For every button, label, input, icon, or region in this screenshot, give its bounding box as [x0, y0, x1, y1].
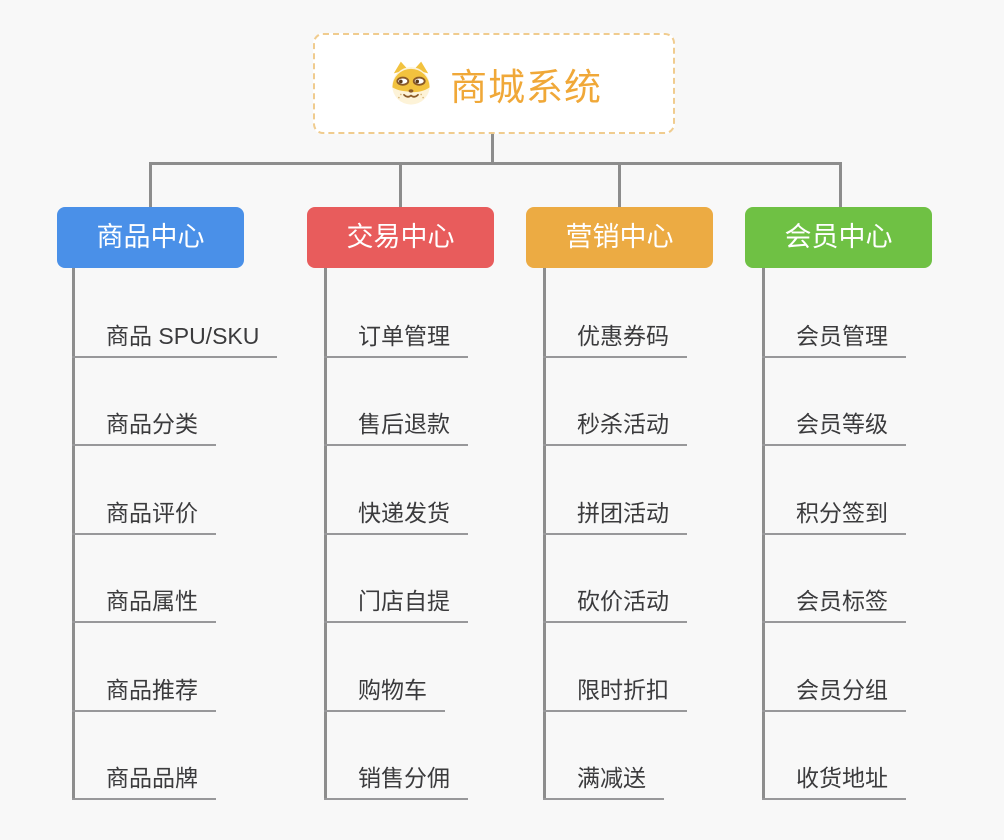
leaf-node[interactable]: 会员等级 — [762, 408, 906, 446]
leaf-node[interactable]: 收货地址 — [762, 762, 906, 800]
connector-branch-drop — [149, 162, 152, 208]
leaf-node[interactable]: 会员分组 — [762, 674, 906, 712]
root-title: 商城系统 — [450, 66, 602, 108]
branch-node-member[interactable]: 会员中心 — [745, 207, 932, 268]
root-node[interactable]: 商城系统 — [313, 33, 675, 134]
leaf-node[interactable]: 秒杀活动 — [543, 408, 687, 446]
branch-node-marketing[interactable]: 营销中心 — [526, 207, 713, 268]
leaf-node[interactable]: 会员标签 — [762, 585, 906, 623]
leaf-node[interactable]: 会员管理 — [762, 320, 906, 358]
leaf-node[interactable]: 门店自提 — [324, 585, 468, 623]
leaf-node[interactable]: 商品推荐 — [72, 674, 216, 712]
leaf-node[interactable]: 销售分佣 — [324, 762, 468, 800]
doge-icon — [386, 60, 436, 107]
connector-horizontal — [149, 162, 842, 165]
connector-branch-drop — [618, 162, 621, 208]
leaf-node[interactable]: 砍价活动 — [543, 585, 687, 623]
leaf-node[interactable]: 积分签到 — [762, 497, 906, 535]
leaf-node[interactable]: 拼团活动 — [543, 497, 687, 535]
leaf-node[interactable]: 商品分类 — [72, 408, 216, 446]
leaf-node[interactable]: 售后退款 — [324, 408, 468, 446]
leaf-node[interactable]: 优惠券码 — [543, 320, 687, 358]
connector-branch-drop — [839, 162, 842, 208]
leaf-node[interactable]: 商品品牌 — [72, 762, 216, 800]
branch-node-product[interactable]: 商品中心 — [57, 207, 244, 268]
leaf-node[interactable]: 购物车 — [324, 674, 445, 712]
branch-node-trade[interactable]: 交易中心 — [307, 207, 494, 268]
leaf-node[interactable]: 商品评价 — [72, 497, 216, 535]
leaf-node[interactable]: 限时折扣 — [543, 674, 687, 712]
leaf-node[interactable]: 满减送 — [543, 762, 664, 800]
leaf-node[interactable]: 商品 SPU/SKU — [72, 320, 278, 358]
connector-root-drop — [491, 133, 494, 164]
connector-branch-drop — [399, 162, 402, 208]
leaf-node[interactable]: 快递发货 — [324, 497, 468, 535]
leaf-node[interactable]: 商品属性 — [72, 585, 216, 623]
leaf-node[interactable]: 订单管理 — [324, 320, 468, 358]
